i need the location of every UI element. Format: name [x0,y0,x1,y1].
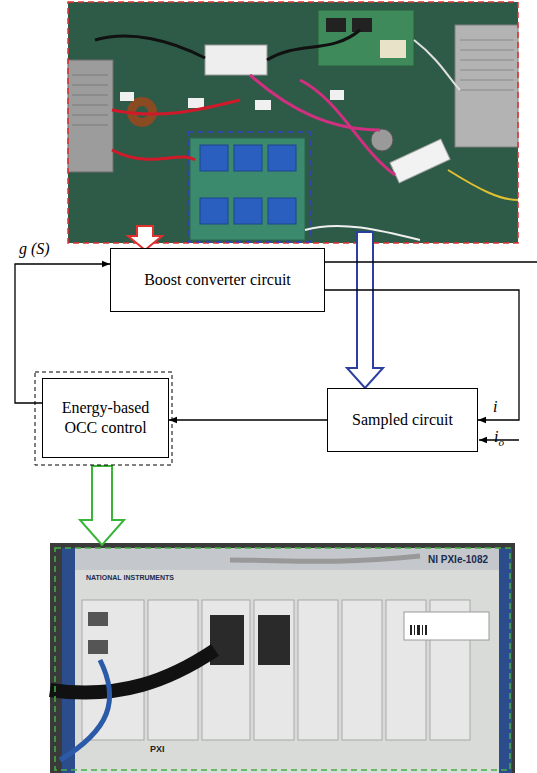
brand-text: NATIONAL INSTRUMENTS [86,574,174,581]
brand-text: PXI [150,744,165,754]
control-box: Energy-based OCC control [42,378,169,458]
box-label: Boost converter circuit [144,270,291,290]
converter-board-photo [68,2,518,243]
red-hollow-arrow [128,226,162,250]
blue-hollow-arrow [347,232,383,388]
signal-connector [169,419,327,420]
signal-name: io [494,428,504,448]
box-label: Energy-based OCC control [51,398,160,438]
box-label: Sampled circuit [352,410,453,430]
process-box: Sampled circuit [327,388,478,452]
edge-label: i [492,398,498,416]
ni-chassis-photo [50,543,515,773]
green-hollow-arrow [80,466,124,545]
process-box: Boost converter circuit [110,248,325,312]
edge-label: g (S) [18,240,51,258]
output-wire [325,261,537,262]
occ-dashed-frame [35,372,172,465]
model-text: NI PXIe-1082 [428,554,488,565]
